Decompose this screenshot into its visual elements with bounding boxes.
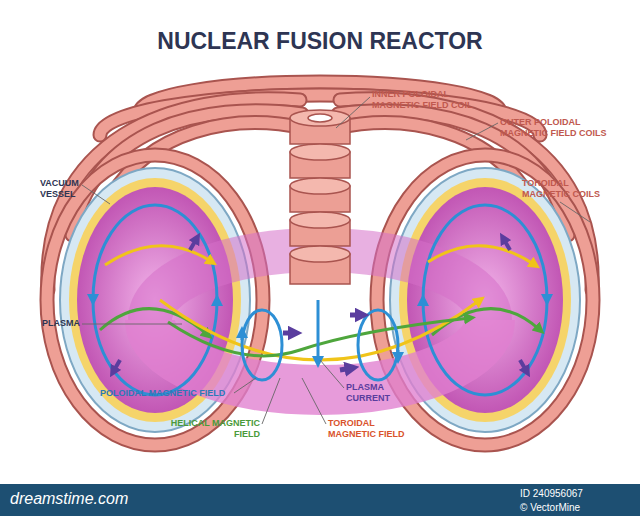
- leader-line: [560, 202, 590, 222]
- plasma-current-arrow: [283, 331, 295, 336]
- leader-line: [466, 123, 498, 140]
- solenoid-ring: [290, 246, 350, 262]
- plasma-current-arrow: [503, 238, 510, 250]
- leader-line: [336, 97, 370, 128]
- part-label: OUTER POLOIDAL MAGNETIC FIELD COILS: [500, 117, 620, 139]
- part-label: VACUUM VESSEL: [40, 178, 102, 200]
- front-field-arrows: [160, 300, 480, 380]
- plasma-current-arrow: [350, 313, 362, 318]
- watermark: © VectorMine: [520, 502, 635, 514]
- field-label: POLOIDAL MAGNETIC FIELD: [100, 388, 260, 399]
- part-label: PLASMA: [42, 318, 102, 329]
- field-label: HELICAL MAGNETIC FIELD: [168, 418, 260, 440]
- part-label: INNER POLOIDAL MAGNETIC FIELD COIL: [372, 89, 484, 111]
- field-arrows: [93, 205, 547, 395]
- plasma-current-arrow: [190, 238, 197, 250]
- solenoid-hole: [308, 114, 332, 122]
- field-label: TOROIDAL MAGNETIC FIELD: [328, 418, 420, 440]
- poloidal-field-arrow: [241, 332, 244, 340]
- poloidal-field-arrow: [155, 205, 217, 300]
- plasma-current-arrow: [520, 360, 527, 372]
- poloidal-field-arrow: [485, 205, 547, 300]
- toroidal-field-arrow: [160, 300, 480, 360]
- watermark: ID 240956067: [520, 488, 635, 500]
- solenoid-ring: [290, 178, 350, 194]
- inner-poloidal-coil: [290, 110, 350, 284]
- toroidal-field-arrow: [105, 246, 212, 265]
- diagram-title: NUCLEAR FUSION REACTOR: [0, 28, 640, 56]
- poloidal-field-arrow: [423, 205, 485, 300]
- leader-line: [82, 324, 182, 325]
- leader-line: [302, 378, 326, 424]
- poloidal-field-loop: [358, 310, 398, 380]
- poloidal-field-arrow: [397, 350, 400, 358]
- solenoid-ring: [290, 144, 350, 160]
- leader-line: [82, 185, 110, 204]
- watermark: dreamstime.com: [10, 489, 230, 508]
- poloidal-field-arrow: [423, 300, 485, 395]
- leader-lines: [82, 97, 590, 424]
- poloidal-field-arrow: [317, 300, 320, 362]
- part-label: TOROIDAL MAGNETIC COILS: [522, 178, 614, 200]
- poloidal-field-arrow: [155, 300, 217, 395]
- leader-line: [234, 378, 256, 393]
- leader-line: [320, 360, 344, 388]
- plasma-current-arrow: [340, 368, 352, 370]
- toroidal-field-arrow: [428, 246, 535, 265]
- leader-line: [262, 378, 280, 424]
- solenoid-ring: [290, 212, 350, 228]
- poloidal-field-loop: [242, 310, 282, 380]
- plasma-current-arrow: [113, 360, 120, 372]
- watermark-bar: [0, 484, 640, 516]
- field-label: PLASMA CURRENT: [346, 382, 418, 404]
- poloidal-field-arrow: [93, 205, 155, 300]
